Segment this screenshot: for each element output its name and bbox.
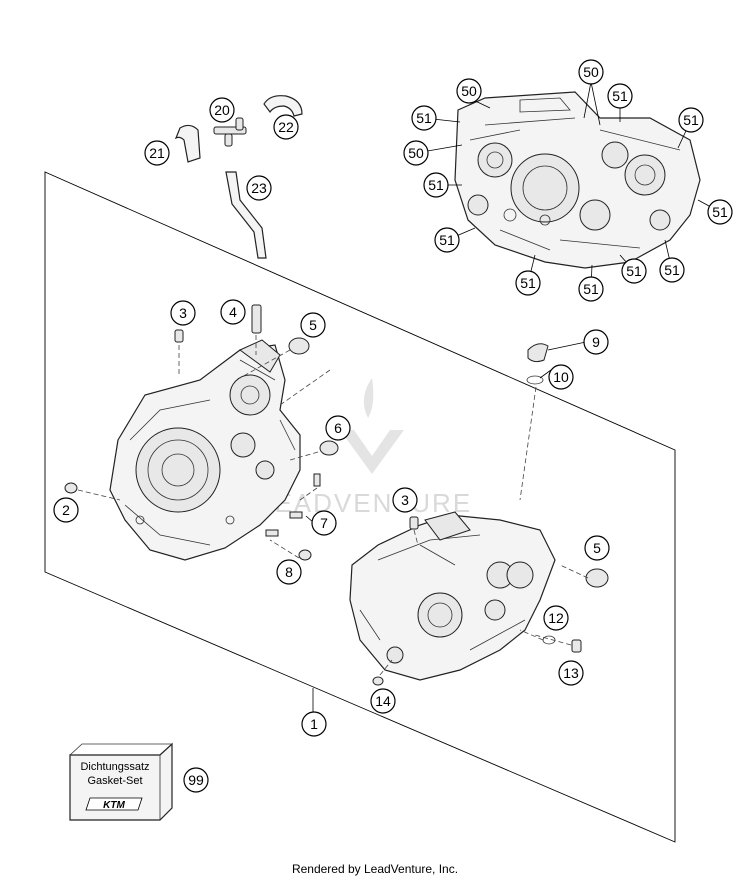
svg-text:99: 99 (188, 772, 204, 788)
screw (372, 676, 384, 686)
svg-text:50: 50 (461, 83, 477, 99)
svg-text:50: 50 (583, 64, 599, 80)
svg-text:7: 7 (320, 515, 328, 531)
watermark: LEADVENTURE (258, 378, 470, 518)
svg-text:13: 13 (563, 665, 579, 681)
gasket-kit-line1: Dichtungssatz (80, 761, 149, 773)
gasket-kit-line2: Gasket-Set (87, 775, 142, 787)
callout-22[interactable]: 22 (273, 114, 299, 140)
callout-50[interactable]: 50 (578, 59, 604, 85)
callout-10[interactable]: 10 (548, 364, 574, 390)
callout-3[interactable]: 3 (392, 487, 418, 513)
callout-51[interactable]: 51 (578, 276, 604, 302)
svg-text:6: 6 (334, 420, 342, 436)
ktm-logo: KTM (103, 800, 125, 811)
svg-text:12: 12 (548, 610, 564, 626)
svg-text:21: 21 (149, 145, 165, 161)
svg-text:51: 51 (683, 112, 699, 128)
footer-credit: Rendered by LeadVenture, Inc. (291, 862, 459, 876)
dowel-pin (265, 529, 279, 537)
callout-3[interactable]: 3 (170, 300, 196, 326)
svg-text:9: 9 (592, 334, 600, 350)
svg-text:14: 14 (375, 693, 391, 709)
callout-50[interactable]: 50 (403, 140, 429, 166)
svg-text:51: 51 (712, 204, 728, 220)
screw-plug-right (409, 516, 419, 530)
svg-text:51: 51 (428, 177, 444, 193)
assembly-guide-lines (77, 335, 589, 676)
callout-51[interactable]: 51 (607, 83, 633, 109)
gasket-set-box: Dichtungssatz Gasket-Set KTM (69, 742, 173, 821)
hose-elbow (174, 124, 201, 163)
callout-50[interactable]: 50 (456, 78, 482, 104)
svg-text:22: 22 (278, 119, 294, 135)
svg-text:51: 51 (664, 262, 680, 278)
callout-51[interactable]: 51 (423, 172, 449, 198)
callout-5[interactable]: 5 (584, 535, 610, 561)
callout-20[interactable]: 20 (209, 97, 235, 123)
dowel-pin (313, 473, 321, 487)
assembly-frame (44, 171, 676, 843)
callout-51[interactable]: 51 (515, 270, 541, 296)
callout-51[interactable]: 51 (434, 227, 460, 253)
bushing-left (288, 337, 310, 355)
svg-text:5: 5 (593, 540, 601, 556)
callout-4[interactable]: 4 (220, 299, 246, 325)
hose-fitting (251, 304, 262, 334)
svg-text:3: 3 (179, 305, 187, 321)
crankcase-right-half (349, 511, 556, 681)
screw-plug (64, 482, 78, 494)
drain-plug (571, 639, 582, 653)
callout-12[interactable]: 12 (543, 605, 569, 631)
callout-51[interactable]: 51 (621, 258, 647, 284)
svg-text:51: 51 (520, 275, 536, 291)
svg-text:51: 51 (583, 281, 599, 297)
callout-21[interactable]: 21 (144, 140, 170, 166)
sleeve (319, 440, 339, 456)
callout-23[interactable]: 23 (246, 175, 272, 201)
dowel-pin (289, 511, 303, 519)
callout-51[interactable]: 51 (411, 105, 437, 131)
svg-text:23: 23 (251, 180, 267, 196)
callout-51[interactable]: 51 (659, 257, 685, 283)
callout-99[interactable]: 99 (183, 767, 209, 793)
svg-text:2: 2 (62, 502, 70, 518)
plug (298, 549, 312, 561)
callout-51[interactable]: 51 (707, 199, 733, 225)
oil-screen-plug (527, 343, 549, 363)
callout-5[interactable]: 5 (300, 312, 326, 338)
callout-1[interactable]: 1 (301, 711, 327, 737)
screw-plug-left (174, 329, 184, 343)
callout-13[interactable]: 13 (558, 660, 584, 686)
callout-7[interactable]: 7 (311, 510, 337, 536)
svg-text:3: 3 (401, 492, 409, 508)
svg-text:5: 5 (309, 317, 317, 333)
svg-text:8: 8 (285, 564, 293, 580)
crankcase-inner-view (454, 91, 701, 269)
svg-text:51: 51 (612, 88, 628, 104)
bushing-right (585, 568, 609, 588)
breather-hose (225, 171, 267, 259)
hose-bend (263, 95, 303, 117)
svg-text:10: 10 (553, 369, 569, 385)
svg-text:50: 50 (408, 145, 424, 161)
callout-51[interactable]: 51 (678, 107, 704, 133)
callout-14[interactable]: 14 (370, 688, 396, 714)
t-piece-connector (213, 117, 247, 147)
svg-text:4: 4 (229, 304, 237, 320)
svg-text:51: 51 (416, 110, 432, 126)
svg-text:51: 51 (439, 232, 455, 248)
svg-text:51: 51 (626, 263, 642, 279)
svg-text:20: 20 (214, 102, 230, 118)
callout-6[interactable]: 6 (325, 415, 351, 441)
o-ring (526, 375, 544, 385)
svg-text:1: 1 (310, 716, 318, 732)
callout-8[interactable]: 8 (276, 559, 302, 585)
callout-9[interactable]: 9 (583, 329, 609, 355)
callout-2[interactable]: 2 (53, 497, 79, 523)
crankcase-left-half (109, 339, 301, 561)
